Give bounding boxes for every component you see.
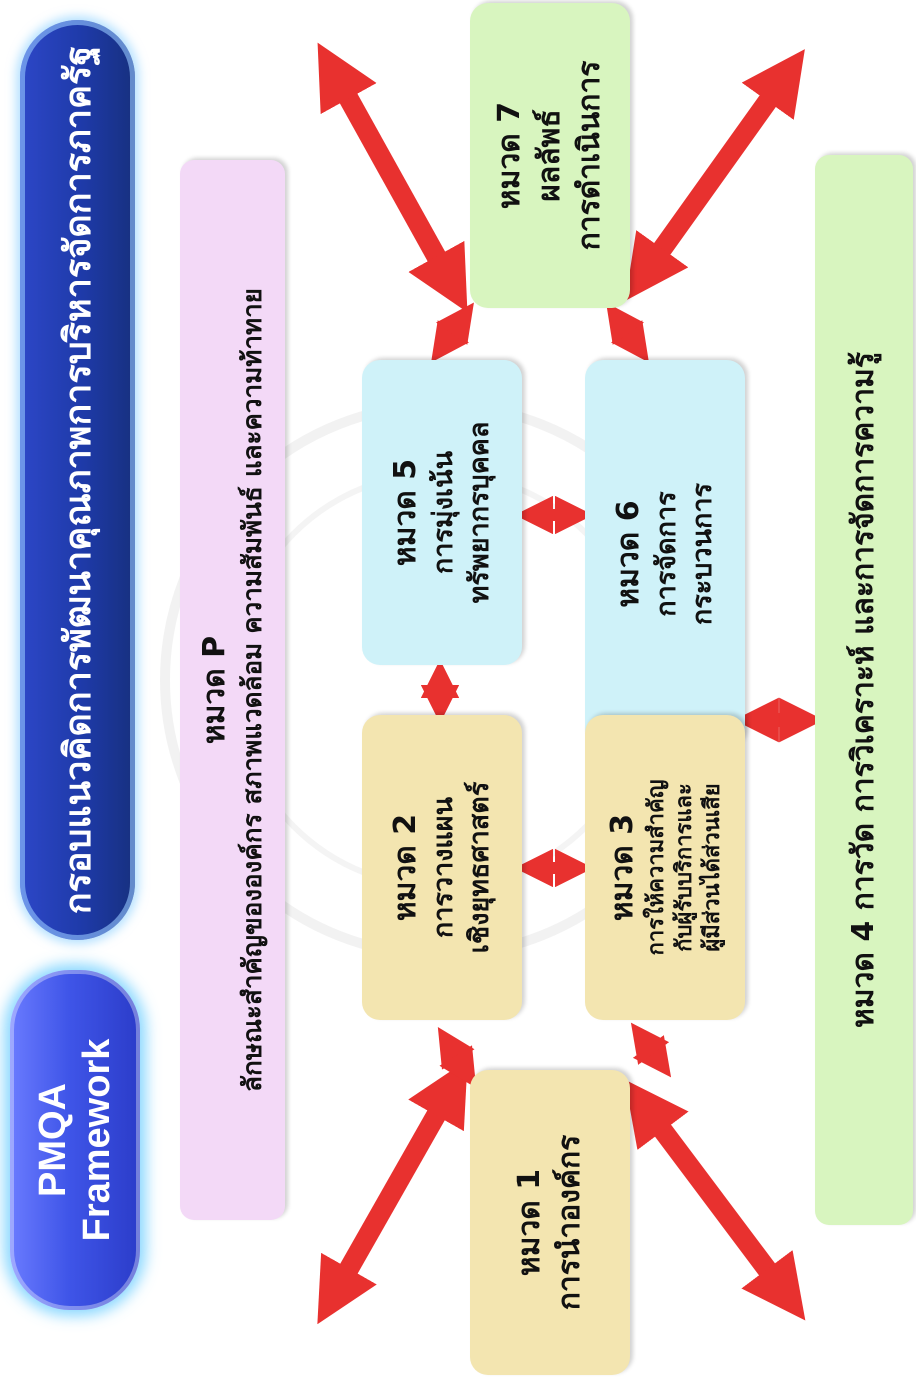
category-7-line2: การดำเนินการ — [572, 60, 607, 251]
category-6-title: หมวด 6 — [611, 500, 646, 608]
category-2-title: หมวด 2 — [388, 813, 423, 922]
category-7-line1: ผลลัพธ์ — [532, 109, 567, 202]
category-5-box: หมวด 5 การมุ่งเน้น ทรัพยากรบุคคล — [362, 360, 522, 665]
category-3-line3: ผู้มีส่วนได้ส่วนเสีย — [700, 783, 725, 952]
category-2-line2: เชิงยุทธศาสตร์ — [464, 781, 495, 954]
arrow-p-to-1 — [317, 1059, 468, 1325]
category-5-line1: การมุ่งเน้น — [428, 450, 459, 575]
category-5-title: หมวด 5 — [388, 458, 423, 567]
arrow-1-to-3 — [630, 1022, 672, 1078]
category-3-box: หมวด 3 การให้ความสำคัญ กับผู้รับบริการแล… — [585, 715, 745, 1020]
category-4-title: หมวด 4 การวัด การวิเคราะห์ และการจัดการค… — [846, 352, 881, 1028]
category-4-box: หมวด 4 การวัด การวิเคราะห์ และการจัดการค… — [815, 155, 913, 1225]
category-2-box: หมวด 2 การวางแผน เชิงยุทธศาสตร์ — [362, 715, 522, 1020]
category-3-line2: กับผู้รับบริการและ — [672, 783, 697, 952]
arrow-1-to-2 — [437, 1026, 477, 1089]
category-5-line2: ทรัพยากรบุคคล — [464, 421, 495, 604]
arrow-5-to-7 — [431, 302, 474, 363]
arrow-6-to-7 — [606, 302, 649, 363]
category-1-line1: การนำองค์กร — [552, 1134, 587, 1311]
category-3-title: หมวด 3 — [605, 813, 640, 922]
category-6-line2: กระบวนการ — [687, 482, 718, 626]
category-7-title: หมวด 7 — [492, 101, 527, 210]
category-7-box: หมวด 7 ผลลัพธ์ การดำเนินการ — [470, 3, 630, 308]
arrow-7-to-4 — [625, 49, 805, 301]
category-1-title: หมวด 1 — [512, 1168, 547, 1277]
category-2-line1: การวางแผน — [428, 796, 459, 939]
arrow-1-to-4 — [624, 1079, 806, 1321]
category-1-box: หมวด 1 การนำองค์กร — [470, 1070, 630, 1375]
arrow-p-to-7 — [317, 42, 468, 313]
category-6-box: หมวด 6 การจัดการ กระบวนการ — [585, 360, 745, 748]
category-6-line1: การจัดการ — [651, 491, 682, 617]
category-3-line1: การให้ความสำคัญ — [644, 779, 669, 956]
